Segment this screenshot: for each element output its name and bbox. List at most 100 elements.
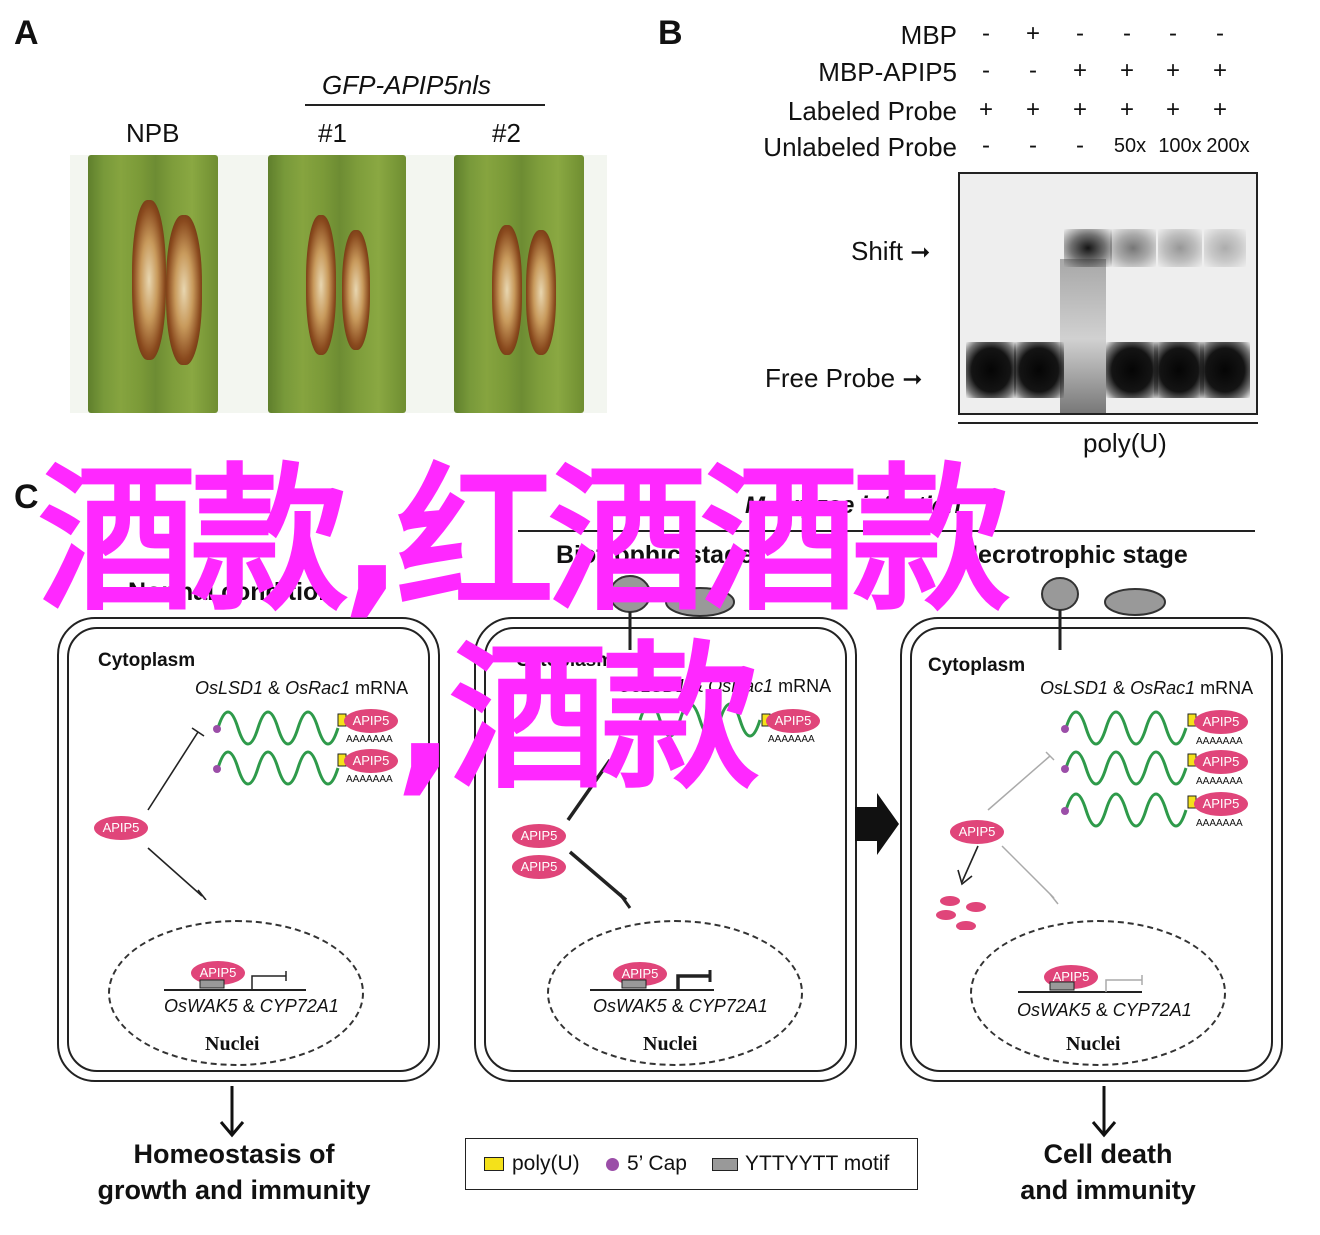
lesion — [166, 215, 202, 365]
apip5-protein: APIP5 — [1194, 750, 1248, 774]
outcome-right: Cell death and immunity — [988, 1136, 1228, 1208]
lane-value: + — [1025, 96, 1040, 123]
leaf-line2 — [454, 155, 584, 413]
arrow-right-icon: ➞ — [902, 366, 923, 393]
stage-necrotrophic: Necrotrophic stage — [960, 541, 1188, 569]
free-probe-band — [1014, 342, 1064, 398]
nucleus — [108, 920, 364, 1066]
polya-tail: AAAAAAA — [1196, 818, 1243, 829]
legend-polyu: poly(U) — [512, 1152, 580, 1175]
cell-biotrophic-inner — [484, 627, 847, 1072]
cytoplasm-label: Cytoplasm — [98, 650, 196, 671]
apip5-protein: APIP5 — [512, 824, 566, 848]
degradation-diagram — [936, 751, 1059, 930]
target-gene-label: OsWAK5 & CYP72A1 — [593, 996, 768, 1017]
infection-line — [518, 530, 1255, 532]
emsa-gel — [958, 172, 1258, 415]
lesion — [306, 215, 336, 355]
shift-band — [1158, 229, 1202, 267]
outcome-line: Cell death — [1043, 1139, 1173, 1169]
inhibit-arrows — [147, 727, 207, 900]
fungus-spore-icon — [609, 575, 735, 650]
promoter-diagram — [590, 970, 714, 991]
lesion — [492, 225, 522, 355]
gene-osrac1: OsRac1 — [1130, 678, 1196, 698]
cytoplasm-label: Cytoplasm — [516, 650, 614, 671]
lane-value: + — [1072, 96, 1087, 123]
group-underline — [305, 104, 545, 106]
amp: & — [691, 676, 704, 696]
lane-value: + — [1119, 96, 1134, 123]
condition-row-mbp: MBP - + - - - - — [0, 20, 1320, 56]
polya-tail: AAAAAAA — [346, 774, 393, 785]
lane-value: 100x — [1158, 135, 1202, 157]
shift-band — [1204, 229, 1246, 267]
free-probe-band — [1154, 342, 1204, 398]
amp: & — [1095, 1000, 1108, 1020]
gene-cyp72a1: CYP72A1 — [259, 996, 339, 1016]
lane-value: 200x — [1206, 135, 1250, 157]
lane-value: + — [978, 96, 993, 123]
cell-normal — [57, 617, 440, 1082]
mrna-label: OsLSD1 & OsRac1 mRNA — [195, 678, 408, 699]
promoter-diagram — [164, 971, 306, 991]
lane-value: - — [1029, 132, 1037, 159]
nuclei-label: Nuclei — [205, 1033, 260, 1055]
lane-value: - — [1076, 20, 1084, 47]
mrna-word: mRNA — [355, 678, 409, 698]
apip5-protein: APIP5 — [512, 855, 566, 879]
gene-oslsd1: OsLSD1 — [1040, 678, 1109, 698]
inhibit-arrows — [566, 758, 632, 909]
arrow-down-icon — [1091, 1086, 1117, 1138]
outcome-line: Homeostasis of — [133, 1139, 335, 1169]
free-probe-band — [1106, 342, 1158, 398]
normal-condition-label: Normal condition — [128, 578, 334, 606]
cap-dot-icon — [606, 1158, 619, 1171]
target-gene-label: OsWAK5 & CYP72A1 — [1017, 1000, 1192, 1021]
gene-oswak5: OsWAK5 — [164, 996, 238, 1016]
free-probe-band — [966, 342, 1016, 398]
cell-normal-inner — [67, 627, 430, 1072]
panel-b-letter: B — [658, 14, 683, 52]
lane-label-1: #1 — [318, 118, 347, 148]
lane-value: + — [1025, 20, 1040, 47]
gene-oswak5: OsWAK5 — [593, 996, 667, 1016]
lane-value: + — [1119, 57, 1134, 84]
motif-swatch-icon — [712, 1158, 738, 1171]
condition-row-unlabeled-probe: Unlabeled Probe - - - 50x 100x 200x — [0, 132, 1320, 168]
mrna-word: mRNA — [778, 676, 832, 696]
leaf-photo — [70, 155, 607, 413]
lane-value: - — [1076, 132, 1084, 159]
lane-label-2: #2 — [492, 118, 521, 148]
gene-cyp72a1: CYP72A1 — [1112, 1000, 1192, 1020]
lesion — [526, 230, 556, 355]
apip5-protein: APIP5 — [1194, 710, 1248, 734]
condition-label: Labeled Probe — [787, 96, 957, 126]
mrna-label: OsLSD1 & OsRac1 mRNA — [618, 676, 831, 697]
gel-underline — [958, 422, 1258, 424]
smear — [1060, 259, 1106, 413]
arrow-right-icon: ➞ — [910, 239, 931, 266]
target-gene-label: OsWAK5 & CYP72A1 — [164, 996, 339, 1017]
gene-oslsd1: OsLSD1 — [618, 676, 687, 696]
cytoplasm-label: Cytoplasm — [928, 655, 1026, 676]
amp: & — [1113, 678, 1126, 698]
nucleus — [547, 920, 803, 1066]
amp: & — [268, 678, 281, 698]
lane-value: - — [1029, 57, 1037, 84]
amp: & — [242, 996, 255, 1016]
leaf-line1 — [268, 155, 406, 413]
outcome-line: and immunity — [1020, 1175, 1196, 1205]
transition-arrow-icon — [855, 793, 899, 855]
cell-biotrophic — [474, 617, 857, 1082]
apip5-protein: APIP5 — [344, 749, 398, 773]
lane-value: - — [1123, 20, 1131, 47]
stage-biotrophic: Biotrophic stage — [556, 541, 754, 569]
apip5-protein: APIP5 — [1194, 792, 1248, 816]
polyu-swatch-icon — [484, 1157, 504, 1171]
gene-oslsd1: OsLSD1 — [195, 678, 264, 698]
nuclei-label: Nuclei — [643, 1033, 698, 1055]
shift-band — [1110, 229, 1156, 267]
free-probe-band — [1200, 342, 1250, 398]
polya-tail: AAAAAAA — [768, 734, 815, 745]
